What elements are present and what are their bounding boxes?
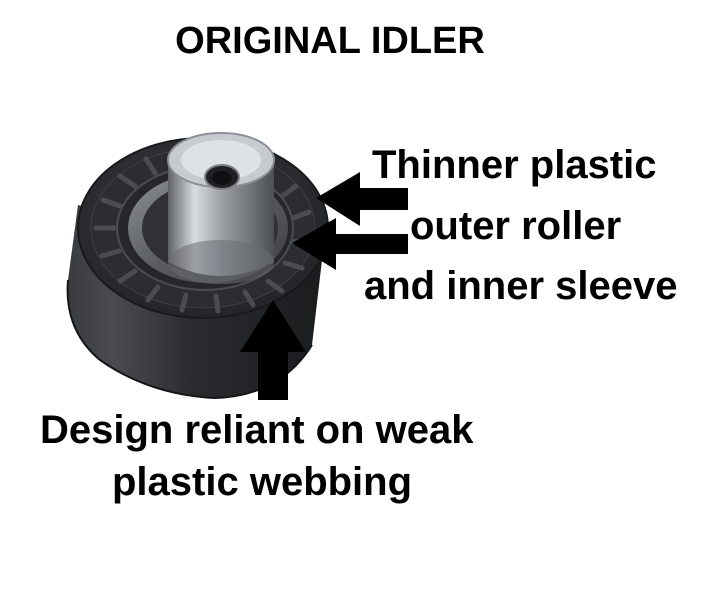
callout-outer-roller-line-1: Thinner plastic bbox=[372, 143, 657, 187]
figure-title: ORIGINAL IDLER bbox=[175, 20, 485, 62]
callout-webbing-line-1: Design reliant on weak bbox=[40, 408, 474, 452]
callout-inner-sleeve-line: and inner sleeve bbox=[364, 264, 678, 308]
callout-webbing-line-2: plastic webbing bbox=[112, 460, 413, 504]
callout-outer-roller-line-2: outer roller bbox=[410, 204, 622, 248]
arrow-icon bbox=[240, 172, 408, 400]
steel-hub bbox=[167, 132, 275, 284]
